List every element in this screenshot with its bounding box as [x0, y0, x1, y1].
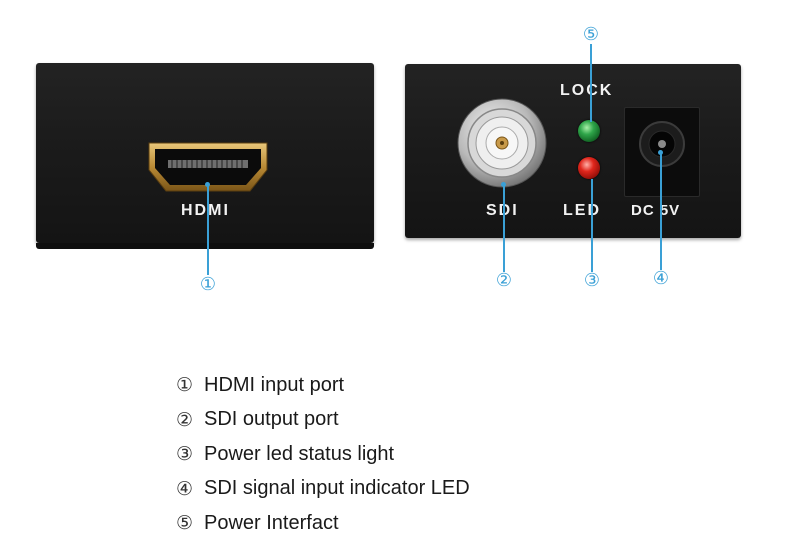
dc-jack-socket-icon — [639, 121, 685, 167]
power-led-red-icon — [578, 157, 600, 179]
callout-line-3 — [591, 179, 593, 272]
dc-power-jack — [624, 107, 700, 197]
legend-number: ③ — [176, 443, 194, 466]
legend-number: ① — [176, 374, 194, 397]
lock-led-green-icon — [578, 120, 600, 142]
led-label: LED — [563, 202, 601, 219]
legend-text: HDMI input port — [204, 373, 345, 396]
legend-text: Power led status light — [204, 442, 395, 465]
callout-number-2: ② — [495, 270, 513, 291]
legend-text: SDI signal input indicator LED — [204, 477, 470, 500]
legend-text: SDI output port — [204, 408, 339, 431]
callout-number-3: ③ — [583, 270, 601, 291]
callout-number-5: ⑤ — [582, 24, 600, 45]
dc-5v-label: DC 5V — [631, 202, 681, 219]
callout-line-1 — [207, 184, 209, 275]
bnc-connector-icon — [457, 98, 547, 188]
callout-number-1: ① — [199, 274, 217, 295]
legend-item: ② SDI output port — [176, 403, 470, 438]
legend-item: ⑤ Power Interfact — [176, 506, 470, 541]
legend-item: ① HDMI input port — [176, 368, 470, 403]
lock-label: LOCK — [560, 82, 614, 99]
callout-line-2 — [503, 184, 505, 272]
legend-number: ⑤ — [176, 512, 194, 535]
legend-item: ④ SDI signal input indicator LED — [176, 472, 470, 507]
callout-number-4: ④ — [652, 268, 670, 289]
callout-line-5 — [590, 44, 592, 122]
sdi-label: SDI — [486, 202, 519, 220]
hdmi-port-icon — [148, 142, 268, 192]
legend-text: Power Interfact — [204, 511, 339, 534]
legend-number: ② — [176, 408, 194, 431]
callout-line-4 — [660, 152, 662, 270]
hdmi-label: HDMI — [181, 202, 230, 219]
legend-number: ④ — [176, 477, 194, 500]
legend-item: ③ Power led status light — [176, 437, 470, 472]
legend: ① HDMI input port ② SDI output port ③ Po… — [176, 368, 470, 541]
